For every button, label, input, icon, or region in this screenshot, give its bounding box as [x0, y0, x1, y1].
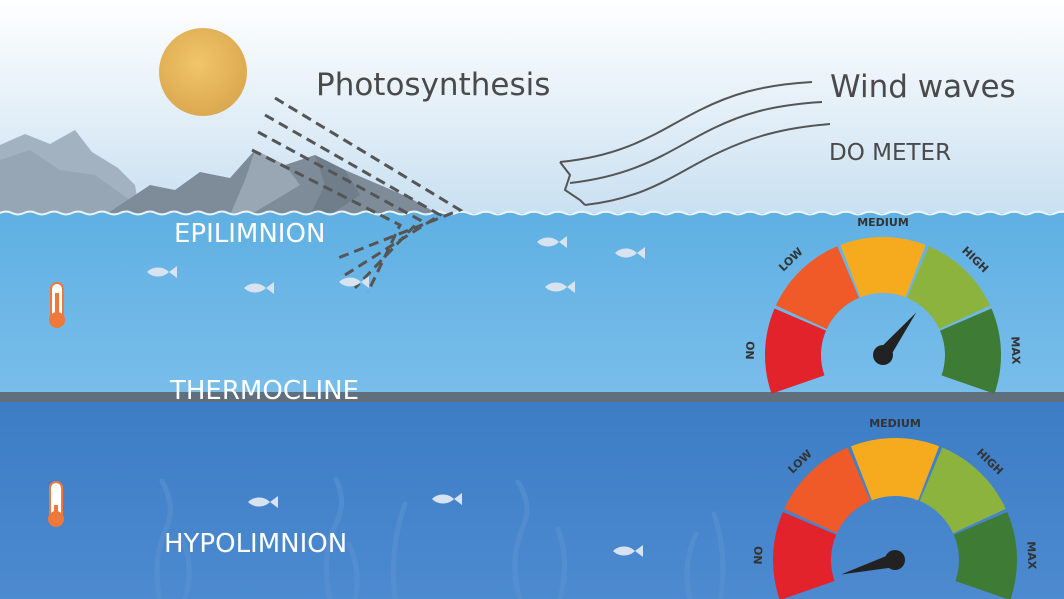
sky: [0, 0, 1064, 215]
wind-waves-lines: [559, 81, 831, 206]
gauge-segment-max: [939, 308, 1001, 394]
thermocline-label: THERMOCLINE: [170, 376, 360, 406]
photosynthesis-rays: [251, 96, 464, 293]
gauge-segment-no: [773, 511, 837, 599]
gauge-hub: [885, 550, 905, 570]
fish-icon: [147, 266, 177, 278]
gauge-scale-label: NO: [752, 546, 766, 565]
seaweed: [154, 476, 726, 599]
gauge-needle-icon: [840, 553, 897, 575]
gauge-segment-low: [784, 447, 871, 534]
fish-icon: [615, 247, 645, 259]
photosynthesis-label: Photosynthesis: [316, 67, 551, 103]
gauge-scale-label: MAX: [1008, 336, 1022, 365]
mountain-icon: [0, 130, 440, 215]
fish-icon: [339, 276, 369, 288]
gauge-segment-no: [765, 308, 827, 394]
gauge-hub: [873, 345, 893, 365]
fish-icon: [613, 545, 643, 557]
hypolimnion-label: HYPOLIMNION: [164, 529, 348, 559]
gauge-segment-medium: [840, 237, 926, 298]
epilimnion-label: EPILIMNION: [174, 219, 326, 249]
gauge-scale-label: NO: [744, 341, 758, 360]
gauge-segment-max: [953, 511, 1017, 599]
fish-icon: [432, 493, 462, 505]
fish-icon: [537, 236, 567, 248]
thermocline-band: [0, 392, 1064, 402]
sun-icon: [159, 28, 247, 116]
wind-waves-label: Wind waves: [830, 69, 1016, 105]
thermometer-icon: [49, 282, 65, 328]
gauge-segment-medium: [850, 438, 940, 501]
thermometer-icon: [48, 481, 64, 527]
gauge-scale-label: MAX: [1024, 541, 1038, 570]
gauge-segment-low: [775, 246, 859, 329]
do-meter-label: DO METER: [829, 140, 952, 166]
fish-icon: [244, 282, 274, 294]
fish-icon: [545, 281, 575, 293]
water-surface: [0, 210, 1064, 216]
gauge-scale-label: MEDIUM: [857, 216, 909, 229]
fish-icon: [248, 496, 278, 508]
gauge-scale-label: MEDIUM: [869, 417, 921, 430]
gauge-segment-high: [907, 246, 991, 329]
gauge-segment-high: [919, 447, 1006, 534]
